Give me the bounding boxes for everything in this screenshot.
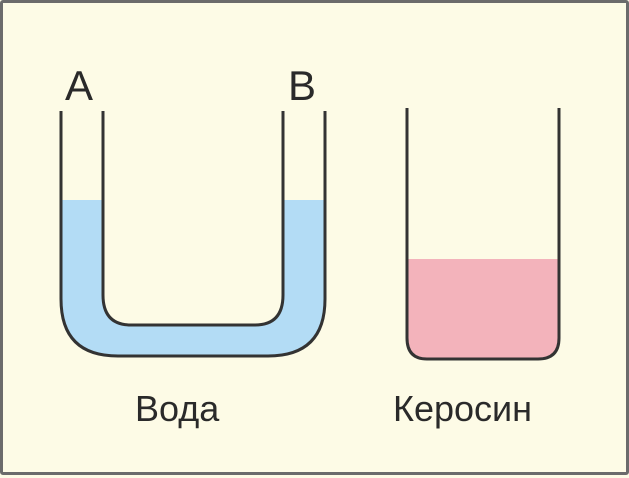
u-tube-water (61, 200, 325, 356)
beaker-kerosene (407, 259, 558, 358)
beaker-wall (405, 108, 561, 361)
label-a: A (65, 62, 94, 109)
u-tube-outer-wall (59, 111, 327, 358)
label-b: B (288, 62, 317, 109)
caption-kerosene: Керосин (393, 388, 533, 429)
caption-water: Вода (135, 388, 220, 429)
u-tube-inner-wall (101, 111, 285, 327)
diagram-canvas (59, 108, 561, 361)
